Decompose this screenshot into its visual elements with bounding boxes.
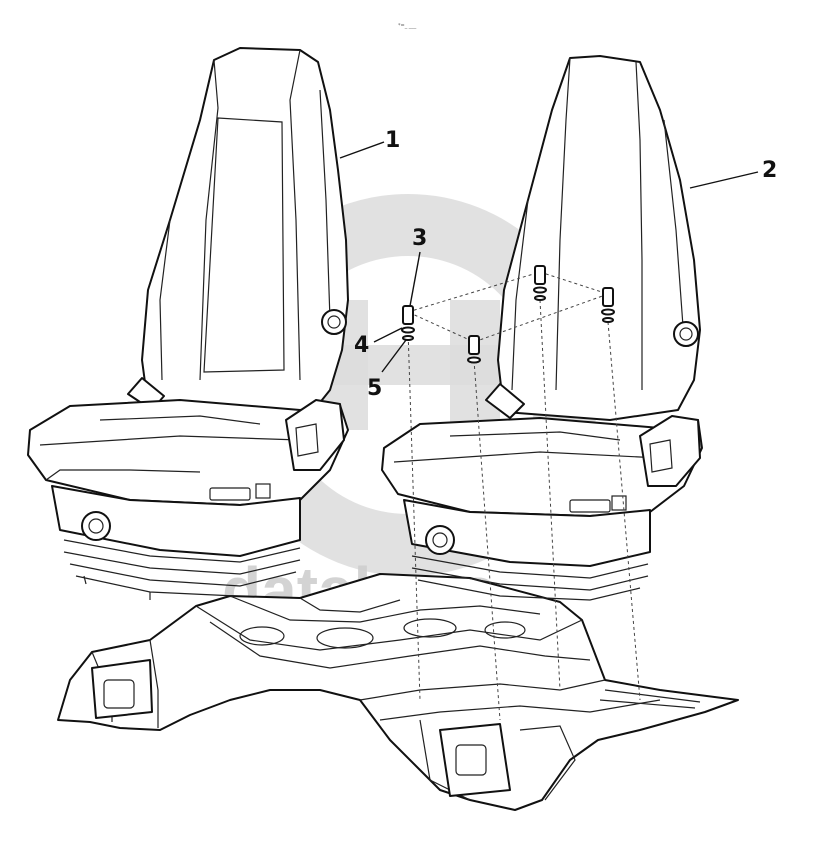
seat-1 [27, 47, 349, 600]
leader-1 [339, 141, 385, 159]
leader-4 [373, 327, 403, 343]
bolt-set [401, 265, 641, 721]
top-note: *=_ ___ [398, 23, 417, 29]
callout-3: 3 [412, 226, 427, 251]
callout-2: 2 [762, 158, 777, 183]
leader-3 [409, 251, 421, 307]
leader-2 [689, 171, 759, 189]
leader-5 [381, 339, 407, 373]
cab-floor-frame [57, 573, 739, 811]
callout-4: 4 [354, 333, 369, 358]
seat-2 [381, 55, 703, 601]
callout-1: 1 [385, 128, 400, 153]
callout-5: 5 [367, 376, 382, 401]
